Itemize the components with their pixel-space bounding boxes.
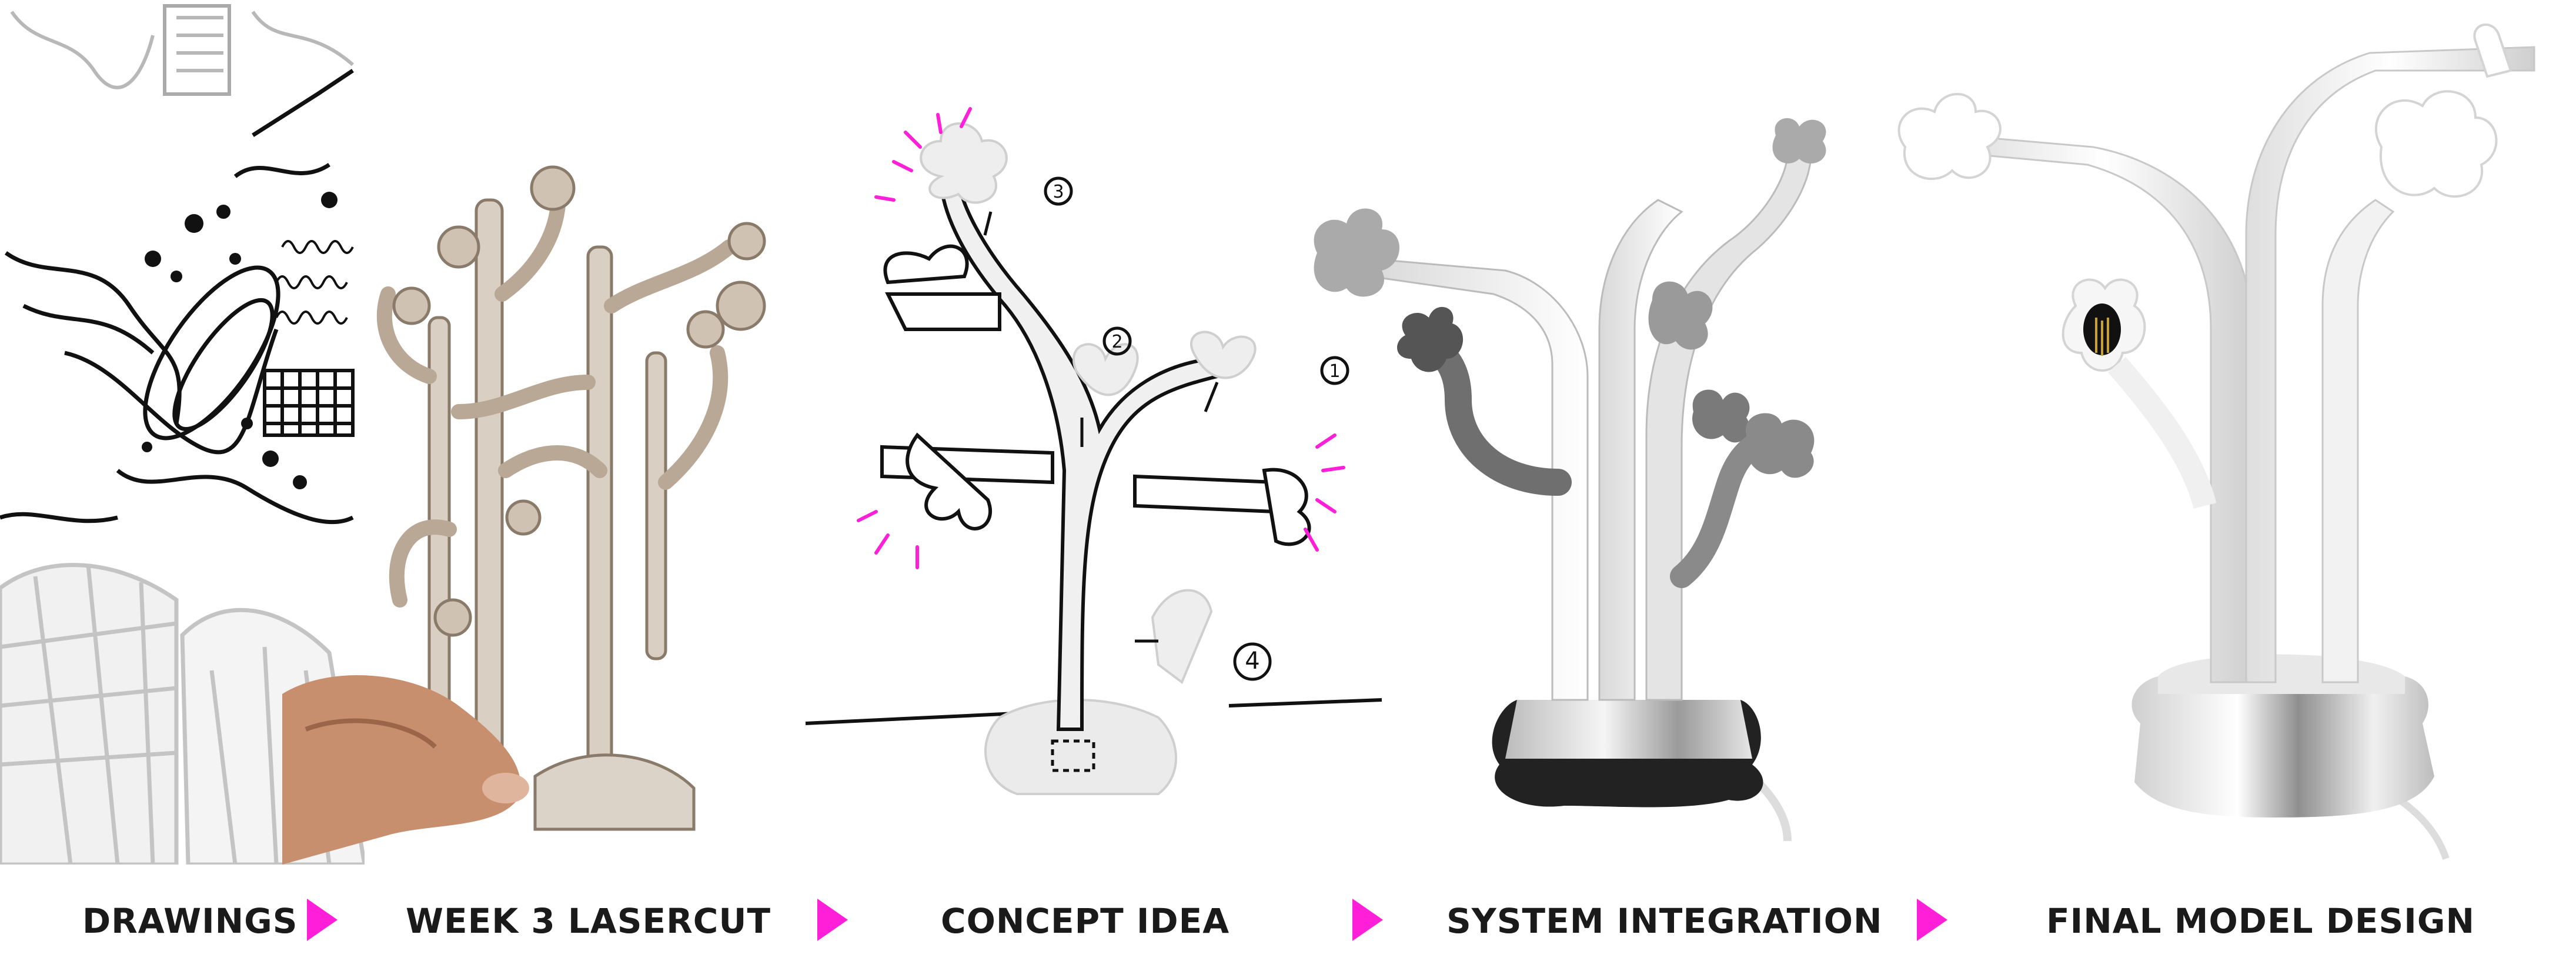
annotation-3: 3 — [1053, 182, 1064, 202]
si-bud-left — [1397, 306, 1464, 372]
concept-annotation-labels: 1 2 3 4 — [1053, 182, 1340, 675]
concept-panel: 1 2 3 4 — [806, 107, 1382, 795]
doodle-dots — [142, 192, 338, 489]
si-base — [1492, 700, 1763, 807]
annotation-2: 2 — [1111, 332, 1122, 352]
final-model-panel — [1897, 24, 2535, 860]
si-leaves — [1314, 118, 1826, 478]
doodle-grid — [263, 369, 355, 437]
doodle-top — [10, 4, 354, 96]
concept-leaves — [920, 122, 1257, 685]
caption-concept-idea: CONCEPT IDEA — [941, 901, 1230, 941]
caption-week-3-lasercut: WEEK 3 LASERCUT — [406, 901, 771, 941]
fm-stems — [1957, 46, 2535, 683]
doodle-scribble — [275, 240, 354, 325]
caption-system-integration: SYSTEM INTEGRATION — [1446, 901, 1883, 941]
concept-highlight-marks — [857, 107, 1345, 569]
play-triangle-icon — [1352, 899, 1383, 941]
doodle-ink — [0, 69, 354, 525]
annotation-1: 1 — [1329, 361, 1340, 382]
hand-photo — [282, 675, 529, 865]
annotation-4: 4 — [1245, 648, 1259, 675]
concept-marks — [983, 176, 1349, 681]
fm-arm — [2107, 356, 2217, 509]
system-integration-panel — [1314, 118, 1826, 842]
concept-branches — [880, 244, 1311, 546]
caption-drawings: DRAWINGS — [82, 901, 298, 941]
play-triangle-icon — [1917, 899, 1947, 941]
lasercut-panel — [282, 165, 766, 865]
drawings-panel — [0, 0, 365, 865]
process-board: 1 2 3 4 — [0, 0, 2535, 865]
doodle-dome — [0, 563, 365, 865]
caption-final-model-design: FINAL MODEL DESIGN — [2046, 901, 2475, 941]
fm-circuit-window — [2083, 303, 2121, 356]
play-triangle-icon — [307, 899, 338, 941]
caption-row: DRAWINGS WEEK 3 LASERCUT CONCEPT IDEA SY… — [0, 882, 2576, 953]
play-triangle-icon — [817, 899, 848, 941]
lasercut-structure — [376, 165, 766, 831]
fm-leaves — [1897, 24, 2512, 372]
fm-base — [2131, 654, 2434, 817]
